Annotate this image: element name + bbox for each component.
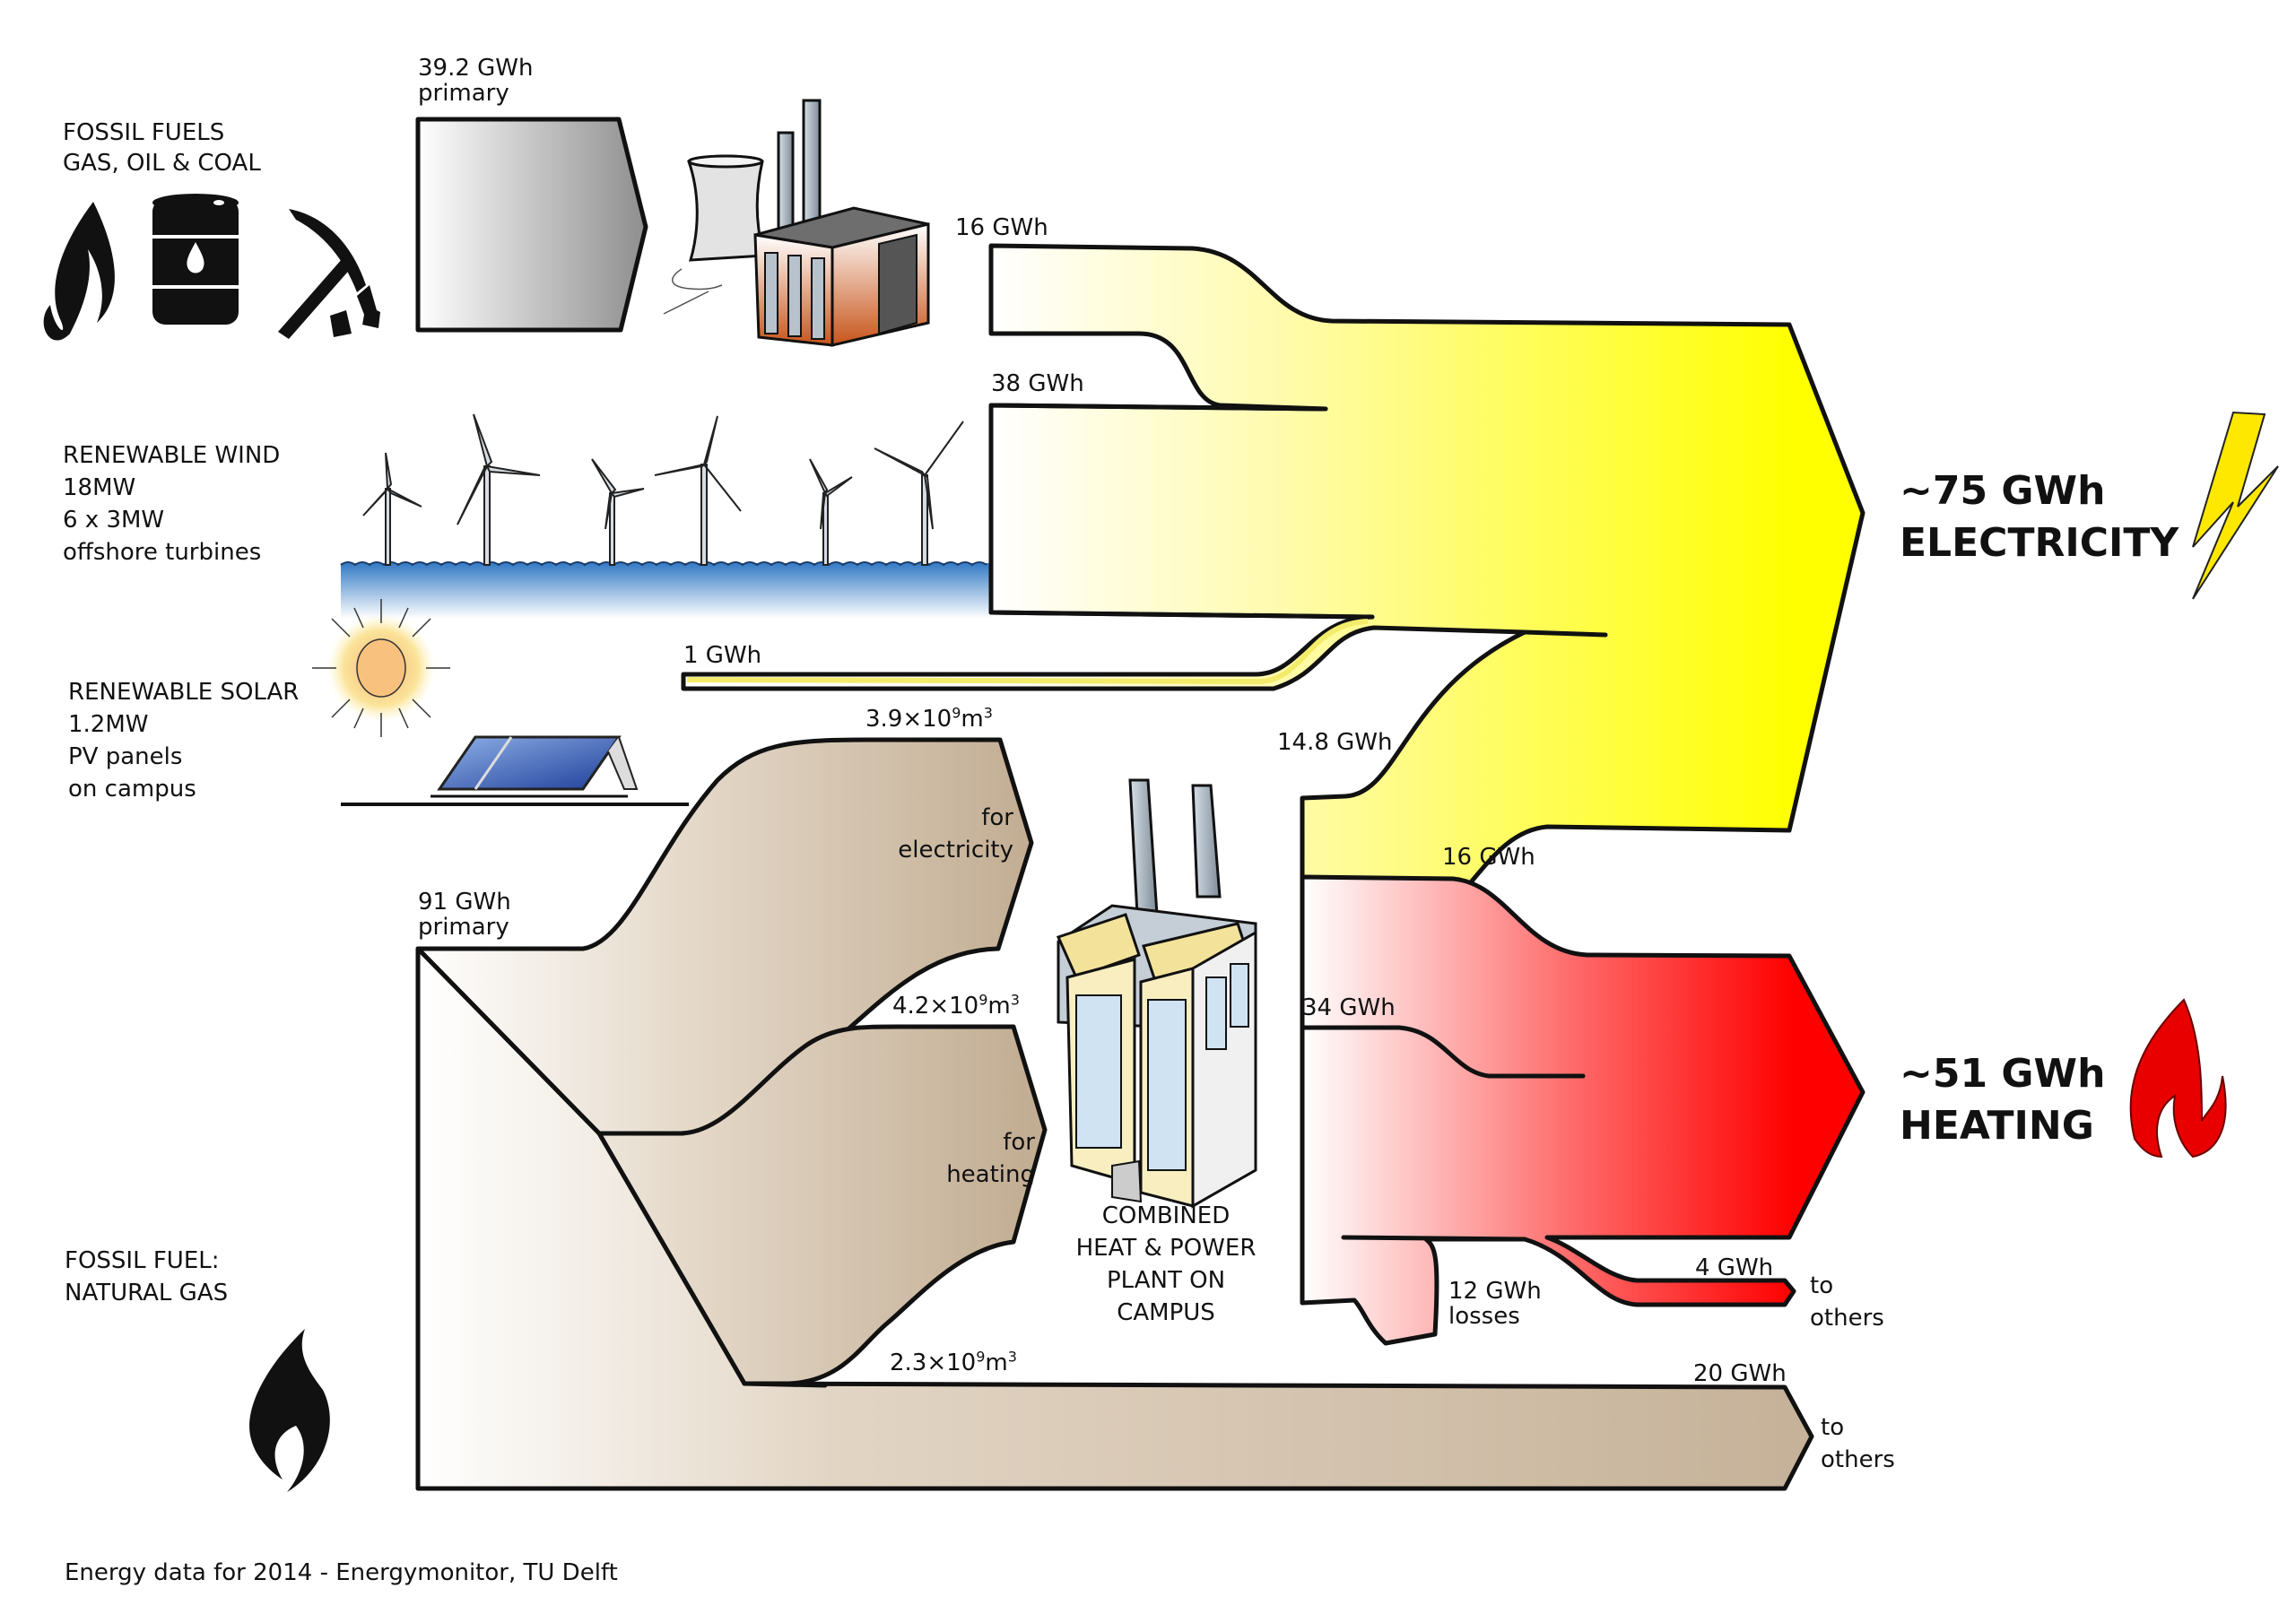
heating-sankey: [1300, 874, 1866, 1346]
solar-location: on campus: [68, 776, 196, 803]
gas-flame-icon: [43, 202, 115, 341]
electricity-total-value: ~75 GWh: [1900, 468, 2106, 514]
chp-label-4: CAMPUS: [1117, 1299, 1215, 1326]
heating-total-value: ~51 GWh: [1900, 1051, 2106, 1097]
footer-source-note: Energy data for 2014 - Energymonitor, TU…: [65, 1559, 618, 1586]
wind-turbine-icon: [591, 458, 645, 566]
solar-electricity-value: 1 GWh: [683, 642, 762, 669]
gas-heating-volume: 4.2×109m3: [892, 991, 1020, 1020]
gas-heating-label-1: for: [1003, 1129, 1035, 1156]
electricity-total-label: ELECTRICITY: [1900, 520, 2179, 566]
gas-others-label-1: to: [1821, 1414, 1845, 1441]
gas-heating-branch: [596, 1024, 1048, 1386]
wind-turbine-count: 6 x 3MW: [63, 507, 165, 534]
gas-source-subtitle: NATURAL GAS: [65, 1280, 229, 1306]
fossil-fuel-icons: [43, 194, 380, 341]
gas-separators: [596, 1131, 828, 1388]
wind-turbine-icon: [362, 452, 422, 566]
sea: [341, 563, 991, 619]
gas-heating-label-2: heating: [946, 1161, 1035, 1188]
gas-electricity-label-1: for: [981, 804, 1013, 831]
gas-others-arrow: [415, 946, 1814, 1491]
gas-electricity-label-2: electricity: [898, 837, 1013, 864]
wind-turbine-icon: [874, 421, 964, 566]
fossil-primary-label: primary: [418, 80, 509, 107]
lightning-bolt-icon: [2192, 411, 2279, 600]
pickaxe-coal-icon: [278, 209, 380, 339]
gas-source-title: FOSSIL FUEL:: [65, 1247, 220, 1274]
solar-capacity: 1.2MW: [68, 711, 149, 738]
wind-capacity: 18MW: [63, 474, 136, 501]
sun-icon: [312, 599, 450, 737]
solar-flow: [686, 619, 1369, 685]
heating-total-label: HEATING: [1900, 1103, 2094, 1149]
power-station-icon: [663, 99, 930, 347]
electricity-separators: [988, 403, 1608, 638]
wind-electricity-value: 38 GWh: [991, 370, 1084, 397]
chp-label-2: HEAT & POWER: [1075, 1235, 1257, 1262]
gas-electricity-volume: 3.9×109m3: [865, 704, 993, 733]
heating-separators: [1300, 1025, 1586, 1242]
solar-panel-icon: [341, 735, 689, 806]
wind-turbine-type: offshore turbines: [63, 539, 262, 566]
heat-others-value: 4 GWh: [1695, 1254, 1774, 1281]
gas-others-value: 20 GWh: [1693, 1360, 1787, 1387]
heat-others-label-1: to: [1810, 1272, 1834, 1299]
wind-source-title: RENEWABLE WIND: [63, 442, 281, 469]
natural-gas-flame-icon: [249, 1329, 330, 1492]
heating-total-arrow: [1300, 874, 1866, 1346]
gas-others-volume: 2.3×109m3: [890, 1348, 1017, 1376]
fossil-primary-arrow: [415, 117, 648, 333]
gas-sankey: [415, 737, 1814, 1491]
solar-source-title: RENEWABLE SOLAR: [68, 679, 300, 706]
chp-electricity-value: 14.8 GWh: [1277, 729, 1393, 756]
fossil-primary-value: 39.2 GWh: [418, 55, 534, 82]
heat-losses-value: 12 GWh: [1448, 1278, 1542, 1305]
oil-barrel-icon: [152, 194, 239, 325]
gas-primary-label: primary: [418, 914, 509, 941]
wind-turbine-icon: [654, 415, 742, 566]
chp-plant-icon: [1056, 778, 1257, 1209]
wind-farm-illustration: [340, 413, 991, 619]
external-heating-value: 16 GWh: [1442, 844, 1535, 871]
wind-turbine-icon: [809, 458, 853, 566]
chp-label-3: PLANT ON: [1106, 1267, 1226, 1294]
heat-others-label-2: others: [1810, 1305, 1884, 1332]
heat-losses-label: losses: [1448, 1303, 1520, 1330]
fossil-source-subtitle: GAS, OIL & COAL: [63, 150, 261, 177]
flame-icon: [2129, 998, 2227, 1159]
wind-turbine-icon: [457, 413, 541, 566]
solar-panel-type: PV panels: [68, 743, 183, 770]
gas-others-label-2: others: [1821, 1446, 1895, 1473]
fossil-electricity-value: 16 GWh: [955, 214, 1048, 241]
gas-primary-value: 91 GWh: [418, 889, 511, 916]
fossil-source-title: FOSSIL FUELS: [63, 119, 225, 146]
chp-label-1: COMBINED: [1101, 1202, 1231, 1229]
chp-heating-value: 34 GWh: [1302, 994, 1396, 1021]
